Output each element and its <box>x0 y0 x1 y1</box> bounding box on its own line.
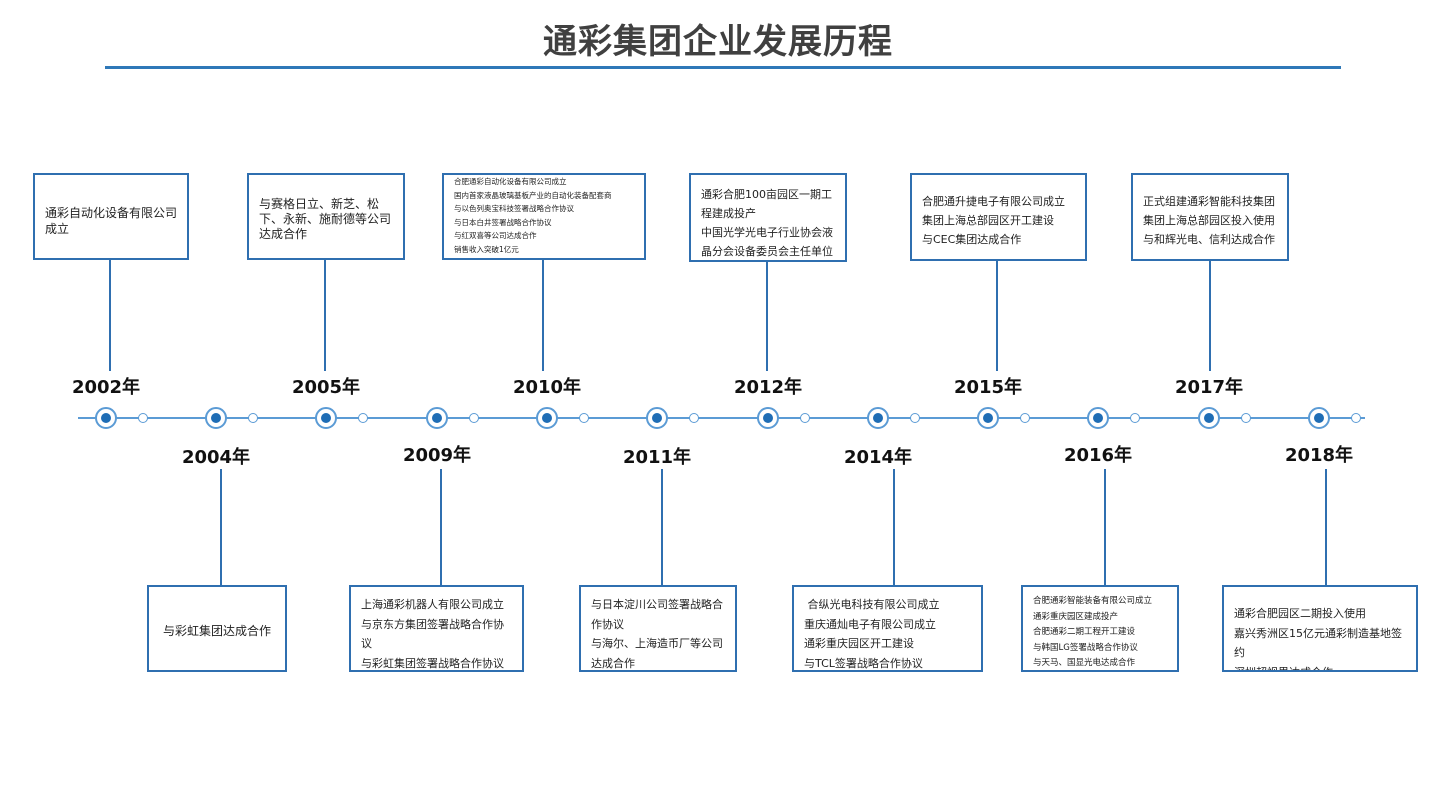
event-line: 深圳超视界达成合作 <box>1234 665 1333 672</box>
year-label: 2017年 <box>1174 377 1244 398</box>
year-label: 2014年 <box>843 447 913 468</box>
event-line: 合肥通彩智能装备有限公司成立 <box>1033 596 1153 606</box>
connector-line <box>1209 261 1211 371</box>
event-line: 嘉兴秀洲区15亿元通彩制造基地签约 <box>1234 626 1402 660</box>
page-title: 通彩集团企业发展历程 <box>543 22 893 62</box>
event-line: 与天马、国显光电达成合作 <box>1033 658 1136 668</box>
event-box: 与赛格日立、新芝、松下、永新、施耐德等公司达成合作 <box>247 173 405 260</box>
event-line: 与赛格日立、新芝、松下、永新、施耐德等公司达成合作 <box>259 197 392 241</box>
event-line: 合纵光电科技有限公司成立 <box>804 598 940 611</box>
event-box: 通彩合肥100亩园区一期工程建成投产中国光学光电子行业协会液晶分会设备委员会主任… <box>689 173 847 262</box>
connector-line <box>766 262 768 371</box>
event-line: 重庆通灿电子有限公司成立 <box>804 617 936 631</box>
event-box: 合纵光电科技有限公司成立重庆通灿电子有限公司成立通彩重庆园区开工建设与TCL签署… <box>792 585 983 672</box>
event-line: 集团上海总部园区开工建设 <box>922 214 1054 227</box>
event-line: 与京东方集团签署战略合作协议 <box>361 617 504 651</box>
event-line: 与CEC集团达成合作 <box>922 233 1022 246</box>
event-box: 合肥通彩自动化设备有限公司成立国内首家液晶玻璃基板产业的自动化装备配套商与以色列… <box>442 173 646 260</box>
year-label: 2018年 <box>1284 445 1354 466</box>
connector-line <box>996 261 998 371</box>
event-line: 与红双喜等公司达成合作 <box>454 231 537 240</box>
year-label: 2016年 <box>1063 445 1133 466</box>
timeline-dot <box>1020 413 1030 423</box>
event-line: 与TCL签署战略合作协议 <box>804 656 923 670</box>
year-label: 2012年 <box>733 377 803 398</box>
event-box: 合肥通彩智能装备有限公司成立通彩重庆园区建成投产合肥通彩二期工程开工建设与韩国L… <box>1021 585 1179 672</box>
event-box: 正式组建通彩智能科技集团集团上海总部园区投入使用与和辉光电、信利达成合作 <box>1131 173 1289 261</box>
timeline-axis <box>78 417 1365 419</box>
connector-line <box>1104 469 1106 585</box>
event-line: 与彩虹集团签署战略合作协议 <box>361 656 504 670</box>
timeline-dot <box>800 413 810 423</box>
timeline-node <box>1308 407 1330 429</box>
connector-line <box>1325 469 1327 585</box>
event-box: 与彩虹集团达成合作 <box>147 585 287 672</box>
event-line: 通彩重庆园区建成投产 <box>1033 611 1119 622</box>
timeline-node <box>205 407 227 429</box>
event-line: 与彩虹集团达成合作 <box>163 624 272 638</box>
event-line: 通彩合肥100亩园区一期工程建成投产 <box>701 188 832 220</box>
timeline-dot <box>910 413 920 423</box>
event-line: 销售收入突破1亿元 <box>454 244 519 254</box>
event-box: 通彩自动化设备有限公司成立 <box>33 173 189 260</box>
event-line: 正式组建通彩智能科技集团 <box>1143 195 1275 208</box>
event-line: 与日本白井签署战略合作协议 <box>454 217 552 227</box>
timeline-node <box>1198 407 1220 429</box>
timeline-dot <box>248 413 258 423</box>
connector-line <box>542 260 544 371</box>
timeline-dot <box>579 413 589 423</box>
year-label: 2010年 <box>512 377 582 398</box>
connector-line <box>661 469 663 585</box>
year-label: 2004年 <box>181 447 251 468</box>
timeline-node <box>95 407 117 429</box>
timeline-dot <box>689 413 699 423</box>
year-label: 2005年 <box>291 377 361 398</box>
timeline-dot <box>1351 413 1361 423</box>
event-line: 与日本淀川公司签署战略合作协议 <box>591 598 723 631</box>
timeline-node <box>536 407 558 429</box>
event-line: 合肥通彩二期工程开工建设 <box>1033 627 1136 637</box>
timeline-dot <box>358 413 368 423</box>
event-line: 与以色列奥宝科技签署战略合作协议 <box>454 204 574 213</box>
year-label: 2015年 <box>953 377 1023 398</box>
connector-line <box>440 469 442 585</box>
event-line: 国内首家液晶玻璃基板产业的自动化装备配套商 <box>454 190 612 200</box>
event-line: 合肥通彩自动化设备有限公司成立 <box>454 177 567 186</box>
timeline-node <box>977 407 999 429</box>
timeline-node <box>757 407 779 429</box>
year-label: 2002年 <box>71 377 141 398</box>
timeline-node <box>1087 407 1109 429</box>
event-box: 通彩合肥园区二期投入使用嘉兴秀洲区15亿元通彩制造基地签约深圳超视界达成合作 <box>1222 585 1418 672</box>
event-box: 与日本淀川公司签署战略合作协议与海尔、上海造币厂等公司达成合作 <box>579 585 737 672</box>
event-line: 合肥通升捷电子有限公司成立 <box>922 195 1065 208</box>
timeline-node <box>426 407 448 429</box>
event-line: 通彩重庆园区开工建设 <box>804 637 914 650</box>
event-box: 上海通彩机器人有限公司成立与京东方集团签署战略合作协议与彩虹集团签署战略合作协议… <box>349 585 524 672</box>
event-box: 合肥通升捷电子有限公司成立集团上海总部园区开工建设与CEC集团达成合作 <box>910 173 1087 261</box>
connector-line <box>324 260 326 371</box>
timeline-node <box>315 407 337 429</box>
event-line: 通彩自动化设备有限公司成立 <box>45 206 178 236</box>
year-label: 2011年 <box>622 447 692 468</box>
event-line: 上海通彩机器人有限公司成立 <box>361 598 504 611</box>
event-line: 与韩国LG签署战略合作协议 <box>1033 642 1138 653</box>
timeline-node <box>646 407 668 429</box>
event-line: 与海尔、上海造币厂等公司达成合作 <box>591 637 723 670</box>
timeline-dot <box>469 413 479 423</box>
connector-line <box>109 260 111 371</box>
event-line: 与和辉光电、信利达成合作 <box>1143 233 1275 246</box>
event-line: 通彩合肥园区二期投入使用 <box>1234 607 1366 620</box>
timeline-dot <box>138 413 148 423</box>
timeline-node <box>867 407 889 429</box>
year-label: 2009年 <box>402 445 472 466</box>
connector-line <box>893 469 895 585</box>
timeline-dot <box>1130 413 1140 423</box>
timeline-dot <box>1241 413 1251 423</box>
event-line: 中国光学光电子行业协会液晶分会设备委员会主任单位 <box>701 226 833 258</box>
event-line: 集团上海总部园区投入使用 <box>1143 214 1275 227</box>
title-underline <box>105 66 1341 69</box>
connector-line <box>220 469 222 585</box>
